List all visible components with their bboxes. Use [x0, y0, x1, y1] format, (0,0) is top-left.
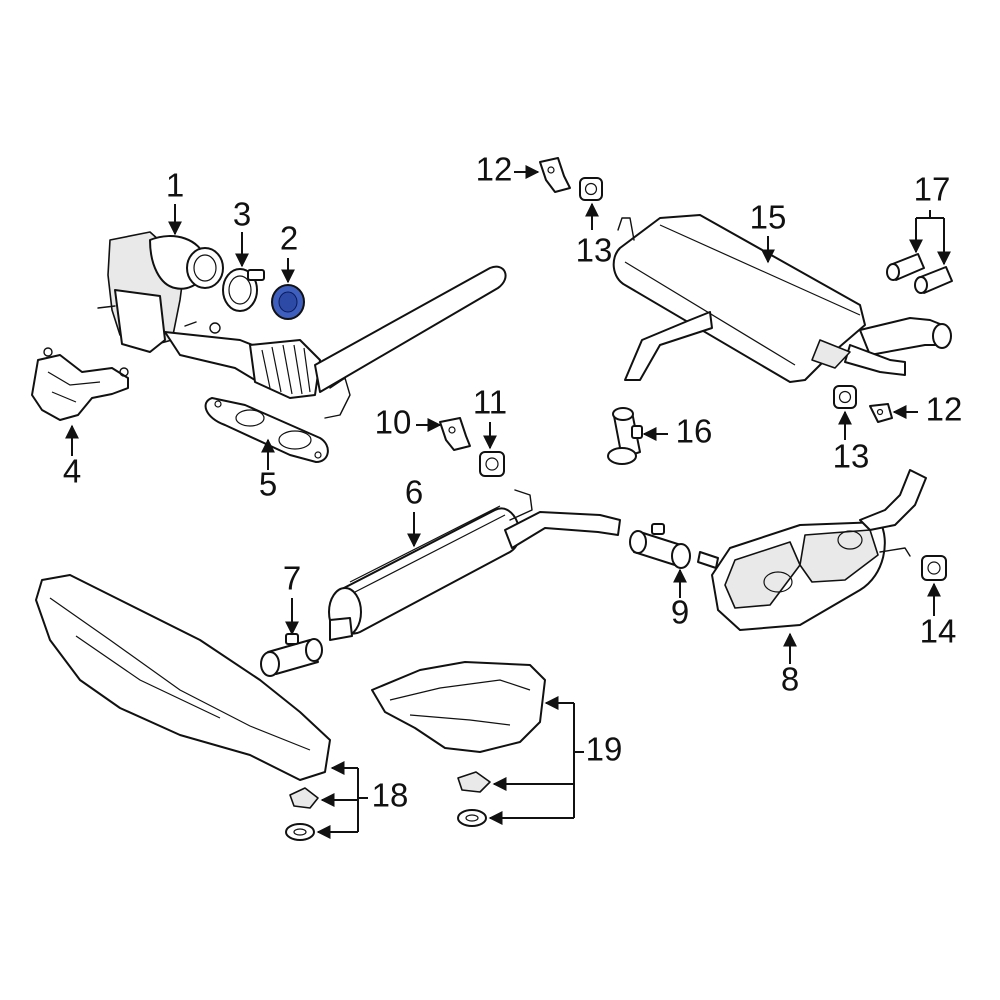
part-17-exhaust-tips[interactable] [886, 253, 953, 294]
part-19-heat-shield[interactable] [371, 661, 546, 827]
part-15-muffler-assembly[interactable] [612, 214, 952, 383]
part-5-flange-gasket[interactable] [204, 397, 329, 463]
callout-labels: 1 2 3 4 5 6 7 8 9 10 11 12 13 15 16 17 1… [63, 151, 963, 814]
callout-8[interactable]: 8 [781, 661, 799, 698]
callout-13-upper[interactable]: 13 [576, 232, 613, 269]
part-12-bracket-upper[interactable] [539, 157, 571, 193]
part-12-bracket-lower[interactable] [869, 403, 893, 423]
part-13-insulator-lower[interactable] [833, 385, 857, 409]
callout-6[interactable]: 6 [405, 474, 423, 511]
callout-5[interactable]: 5 [259, 466, 277, 503]
callout-19[interactable]: 19 [586, 731, 623, 768]
callout-3[interactable]: 3 [233, 196, 251, 233]
callout-12-lower[interactable]: 12 [926, 391, 963, 428]
callout-2[interactable]: 2 [280, 220, 298, 257]
callout-13-lower[interactable]: 13 [833, 438, 870, 475]
part-16-pipe-clamp[interactable] [607, 407, 643, 465]
part-4-heat-shield[interactable] [31, 347, 129, 421]
part-9-pipe-clamp[interactable] [629, 523, 691, 569]
callout-15[interactable]: 15 [750, 199, 787, 236]
part-7-pipe-clamp[interactable] [260, 633, 323, 677]
callout-14[interactable]: 14 [920, 613, 957, 650]
callout-7[interactable]: 7 [283, 560, 301, 597]
callout-11[interactable]: 11 [473, 384, 507, 421]
callout-12-upper[interactable]: 12 [476, 151, 513, 188]
part-11-insulator[interactable] [479, 451, 505, 477]
callout-18[interactable]: 18 [372, 777, 409, 814]
callout-1[interactable]: 1 [166, 167, 184, 204]
part-8-rear-muffler[interactable] [697, 469, 927, 631]
part-14-insulator[interactable] [921, 555, 947, 581]
part-6-center-muffler[interactable] [328, 489, 621, 641]
leader-lines [65, 165, 951, 839]
callout-17[interactable]: 17 [914, 171, 951, 208]
callout-16[interactable]: 16 [676, 413, 713, 450]
part-18-heat-shield[interactable] [35, 574, 331, 841]
callout-10[interactable]: 10 [375, 404, 412, 441]
part-13-insulator-upper[interactable] [579, 177, 603, 201]
part-2-gasket[interactable] [271, 284, 305, 320]
callout-4[interactable]: 4 [63, 453, 81, 490]
part-3-clamp[interactable] [222, 268, 265, 312]
callout-9[interactable]: 9 [671, 594, 689, 631]
part-1-catalytic-converter[interactable] [97, 231, 507, 419]
part-10-bracket[interactable] [439, 417, 471, 451]
